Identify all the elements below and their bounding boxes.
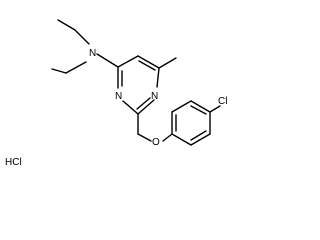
bond-ethyl-upper-ch2-n [74,29,90,45]
chlorine-label: Cl [218,96,227,107]
label-layer: N N N O Cl HCl [5,48,227,168]
bond-c5-c6 [137,55,160,69]
bond-o-phenyl [162,133,173,142]
bond-ph-c6-c1 [171,133,192,146]
bond-n1-c2 [137,99,155,115]
chemical-structure-diagram: N N N O Cl HCl [5,19,227,168]
bond-ph-c5-c6-double [190,130,207,141]
bond-ph-c2-c3 [171,100,192,113]
bond-n1-c2-double [136,97,151,110]
ether-oxygen-label: O [152,137,160,148]
bond-amine-n-c4 [96,53,119,68]
bond-ph-c3-c4-double [190,105,207,115]
bond-ph-c5-c6 [190,133,211,146]
hcl-salt-label: HCl [5,157,22,168]
amine-nitrogen-label: N [89,48,96,59]
bond-ethyl-upper-ch3 [57,19,76,31]
ring-nitrogen-label-left: N [115,91,122,102]
bond-c5-c6-double [138,60,156,71]
bond-c6-n1 [156,67,160,88]
bond-c2-n3 [122,100,139,115]
bond-ph-c3-c4 [190,100,211,113]
bond-ethyl-lower-ch3 [51,68,67,74]
ring-nitrogen-label-bottom: N [151,91,158,102]
bond-layer [51,19,221,146]
bond-c6-methyl [158,57,177,69]
bond-ph-cl [209,105,221,113]
bond-ch2-o [137,133,152,142]
bond-c4-c5 [117,55,139,68]
bond-ethyl-lower-n-ch2 [65,61,87,74]
